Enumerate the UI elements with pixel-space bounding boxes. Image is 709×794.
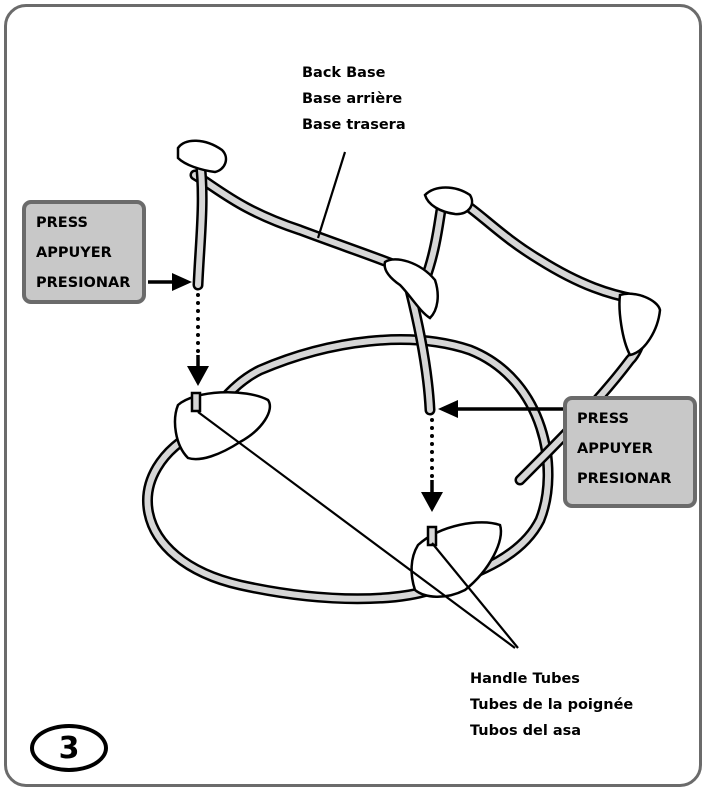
- down-arrows: [187, 355, 443, 512]
- handle-tubes-label-fr: Tubes de la poignée: [470, 697, 634, 713]
- step-number-badge: 3: [30, 724, 108, 772]
- press-right-fr: APPUYER: [577, 441, 653, 457]
- back-base-label: Back Base Base arrière Base trasera: [302, 60, 406, 138]
- back-base-label-en: Back Base: [302, 65, 386, 81]
- back-base-tube: [189, 169, 426, 306]
- press-left-fr: APPUYER: [36, 245, 112, 261]
- handle-tubes-label-es: Tubos del asa: [470, 723, 582, 739]
- press-left-es: PRESIONAR: [36, 275, 131, 291]
- handle-tubes-label: Handle Tubes Tubes de la poignée Tubos d…: [470, 666, 633, 744]
- base-ring: [142, 334, 554, 605]
- press-callout-left: PRESS APPUYER PRESIONAR: [22, 200, 146, 304]
- press-arrows: [148, 273, 565, 418]
- guide-dots: [196, 293, 434, 478]
- press-right-es: PRESIONAR: [577, 471, 672, 487]
- leader-lines: [197, 151, 519, 649]
- back-base-label-fr: Base arrière: [302, 91, 403, 107]
- left-upright-tube: [192, 154, 208, 291]
- handle-tubes-label-en: Handle Tubes: [470, 671, 580, 687]
- press-left-en: PRESS: [36, 215, 88, 231]
- press-callout-right: PRESS APPUYER PRESIONAR: [563, 396, 697, 508]
- step-number: 3: [58, 730, 80, 766]
- diagram-frame: [4, 4, 702, 787]
- back-base-label-es: Base trasera: [302, 117, 406, 133]
- corner-connectors: [176, 139, 662, 357]
- right-upright-tube: [404, 284, 436, 416]
- press-right-en: PRESS: [577, 411, 629, 427]
